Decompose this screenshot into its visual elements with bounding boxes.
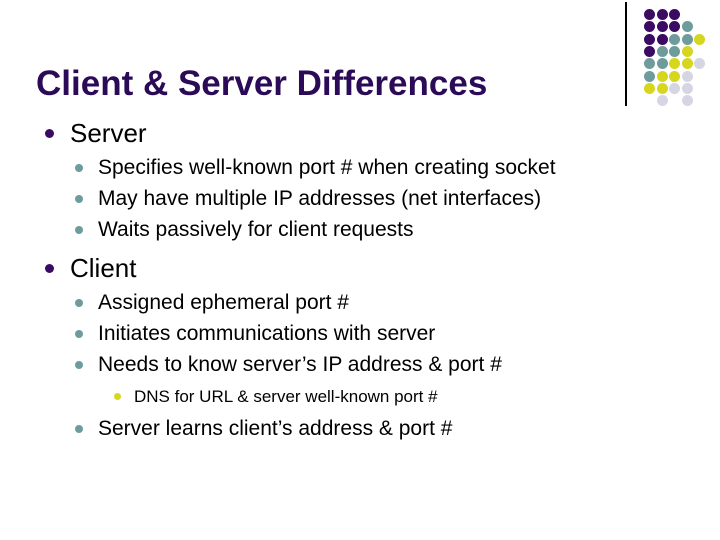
decorative-dot [644, 45, 655, 57]
decorative-dot [644, 58, 655, 70]
bullet-item-level-2: Assigned ephemeral port # [36, 287, 696, 318]
decorative-dot [644, 82, 655, 94]
bullet-item-level-2: Server learns client’s address & port # [36, 413, 696, 444]
bullet-item-level-2: Needs to know server’s IP address & port… [36, 349, 696, 380]
decorative-dot [681, 95, 693, 107]
decorative-dot [669, 45, 681, 57]
decorative-dot [656, 82, 668, 94]
bullet-text: Assigned ephemeral port # [98, 291, 349, 314]
bullet-item-level-2: Specifies well-known port # when creatin… [36, 152, 696, 183]
bullet-text: DNS for URL & server well-known port # [134, 387, 438, 406]
bullet-point-icon [75, 425, 83, 433]
bullet-item-level-2: Initiates communications with server [36, 318, 696, 349]
decorative-dot [656, 70, 668, 82]
decorative-dot [656, 21, 668, 33]
header-vertical-rule [625, 2, 627, 106]
decorative-dot [681, 21, 693, 33]
bullet-text: Server [70, 118, 147, 148]
bullet-text: Server learns client’s address & port # [98, 417, 453, 440]
bullet-point-icon [75, 226, 83, 234]
decorative-dot [681, 82, 693, 94]
decorative-dot [669, 33, 681, 45]
bullet-text: May have multiple IP addresses (net inte… [98, 187, 542, 210]
decorative-dot [656, 95, 668, 107]
bullet-text: Waits passively for client requests [98, 218, 414, 241]
bullet-point-icon [75, 195, 83, 203]
bullet-item-level-3: DNS for URL & server well-known port # [36, 383, 696, 410]
decorative-dot [669, 70, 681, 82]
bullet-point-icon [75, 361, 83, 369]
decorative-dot [669, 82, 681, 94]
decorative-dot [681, 58, 693, 70]
decorative-dot [681, 33, 693, 45]
bullet-text: Specifies well-known port # when creatin… [98, 156, 556, 179]
bullet-text: Needs to know server’s IP address & port… [98, 353, 502, 376]
decorative-dot [644, 33, 655, 45]
bullet-point-icon [75, 164, 83, 172]
decorative-dot [656, 58, 668, 70]
bullet-text: Initiates communications with server [98, 322, 436, 345]
bullet-item-level-1: Client [36, 251, 696, 285]
decorative-dot [656, 45, 668, 57]
decorative-dot [681, 70, 693, 82]
decorative-dot [644, 21, 655, 33]
decorative-dot [694, 58, 706, 70]
bullet-point-icon [45, 264, 54, 273]
decorative-dot [644, 70, 655, 82]
bullet-point-icon [75, 330, 83, 338]
bullet-point-icon [114, 393, 121, 400]
bullet-text: Client [70, 253, 137, 283]
decorative-dot [656, 33, 668, 45]
decorative-dot [656, 9, 668, 20]
page-title: Client & Server Differences [36, 64, 488, 104]
decorative-dot [694, 33, 706, 45]
decorative-dot [681, 45, 693, 57]
bullet-point-icon [45, 129, 54, 138]
decorative-dot-grid [644, 9, 720, 107]
decorative-dot [669, 21, 681, 33]
bullet-item-level-2: May have multiple IP addresses (net inte… [36, 183, 696, 214]
decorative-dot [644, 9, 655, 20]
decorative-dot [669, 58, 681, 70]
bullet-item-level-1: Server [36, 116, 696, 150]
bullet-point-icon [75, 299, 83, 307]
bullet-item-level-2: Waits passively for client requests [36, 214, 696, 245]
decorative-dot [669, 9, 681, 20]
